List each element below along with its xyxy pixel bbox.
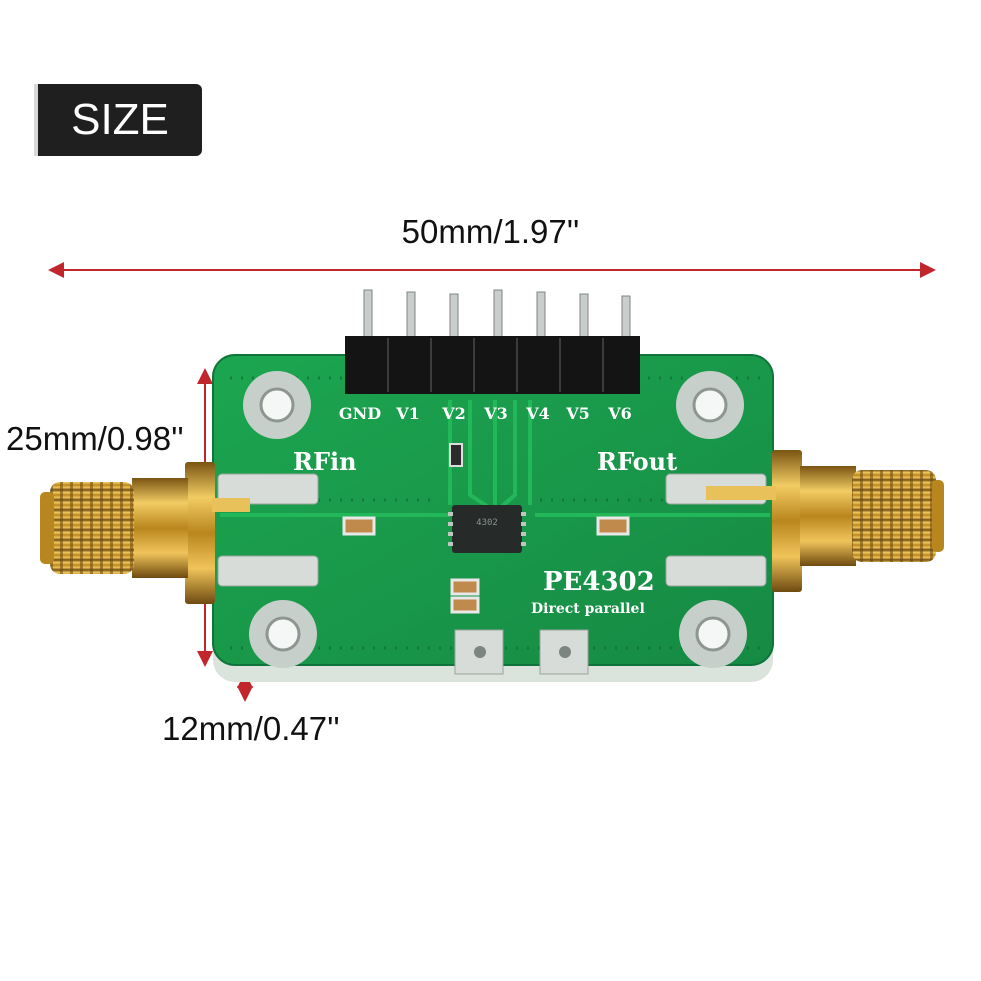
height-dimension-label: 12mm/0.47'' — [162, 710, 340, 747]
chip-marking: 4302 — [476, 518, 498, 528]
pin-label-v4: V4 — [525, 404, 550, 423]
pin-label-gnd: GND — [339, 404, 381, 423]
pcb-traces — [220, 400, 770, 517]
rf-in-label: RFin — [293, 447, 357, 476]
sma-connector-right — [706, 450, 944, 592]
pin-label-v2: V2 — [441, 404, 466, 423]
pin-label-v3: V3 — [483, 404, 508, 423]
mounting-hole-top-left — [243, 371, 311, 439]
attenuator-ic-chip: 4302 — [448, 505, 526, 553]
mode-label: Direct parallel — [531, 601, 645, 617]
model-label: PE4302 — [543, 567, 655, 597]
mounting-hole-top-right — [676, 371, 744, 439]
mounting-hole-bottom-right — [679, 600, 747, 668]
width-dimension-label: 25mm/0.98'' — [6, 420, 184, 457]
sma-connector-left — [40, 462, 250, 604]
pin-label-v1: V1 — [395, 404, 420, 423]
pin-label-v6: V6 — [607, 404, 632, 423]
mounting-hole-bottom-left — [249, 600, 317, 668]
length-dimension-label: 50mm/1.97'' — [401, 213, 580, 250]
pin-header — [345, 289, 640, 394]
capacitors — [342, 443, 630, 614]
pin-labels: GND V1 V2 V3 V4 V5 V6 — [339, 404, 632, 423]
pin-label-v5: V5 — [565, 404, 590, 423]
rf-out-label: RFout — [597, 447, 677, 476]
size-badge: SIZE — [38, 84, 202, 156]
